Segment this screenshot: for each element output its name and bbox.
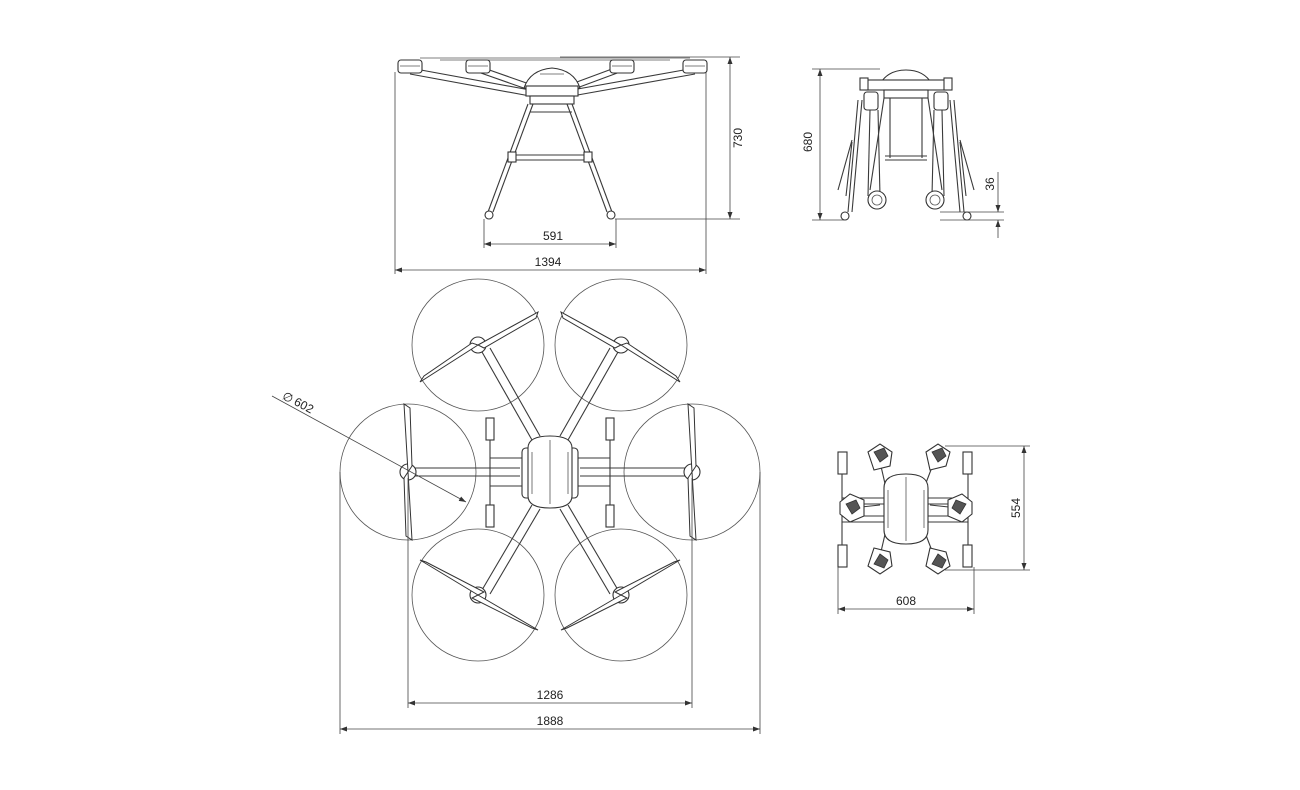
side-view: 730 591 1394	[394, 56, 745, 274]
dim-folded-height-label: 554	[1009, 498, 1023, 518]
dim-rotor-diameter-label: 602	[292, 395, 317, 417]
dim-folded-height: 554	[945, 445, 1030, 571]
side-landing-gear	[484, 103, 616, 220]
side-motors	[397, 59, 708, 74]
dim-top-overall-span: 1888	[339, 472, 761, 734]
front-folded-arms	[837, 91, 975, 221]
dim-front-clearance-label: 36	[983, 177, 997, 191]
dim-side-overall-width: 1394	[394, 72, 707, 274]
dim-side-overall-label: 1394	[535, 255, 562, 269]
dim-side-height: 730	[560, 56, 745, 220]
front-body	[859, 69, 953, 161]
dim-folded-width: 608	[837, 567, 975, 614]
dim-rotor-diameter: ∅ 602	[271, 389, 467, 503]
dim-front-height-label: 680	[801, 132, 815, 152]
top-fuselage	[521, 435, 579, 509]
side-propellers	[420, 57, 690, 61]
dim-front-height: 680	[801, 68, 880, 221]
dim-top-motor-span: 1286	[407, 478, 693, 708]
top-arms	[412, 347, 688, 595]
dim-side-height-label: 730	[731, 128, 745, 148]
top-view: ∅ 602 1286 1888	[271, 278, 761, 734]
folded-fuselage	[883, 473, 929, 545]
folded-view: 554 608	[837, 443, 1030, 614]
side-body	[523, 67, 581, 105]
folded-motor-packs	[839, 443, 973, 575]
dim-top-overall-span-label: 1888	[537, 714, 564, 728]
top-propellers	[403, 310, 697, 631]
front-view: 680 36	[801, 68, 1004, 238]
top-landing-skids	[485, 417, 615, 528]
dim-side-skid-spacing: 591	[483, 219, 617, 248]
dim-front-clearance: 36	[940, 172, 1004, 238]
dim-top-motor-span-label: 1286	[537, 688, 564, 702]
dim-side-skid-label: 591	[543, 229, 563, 243]
dim-folded-width-label: 608	[896, 594, 916, 608]
